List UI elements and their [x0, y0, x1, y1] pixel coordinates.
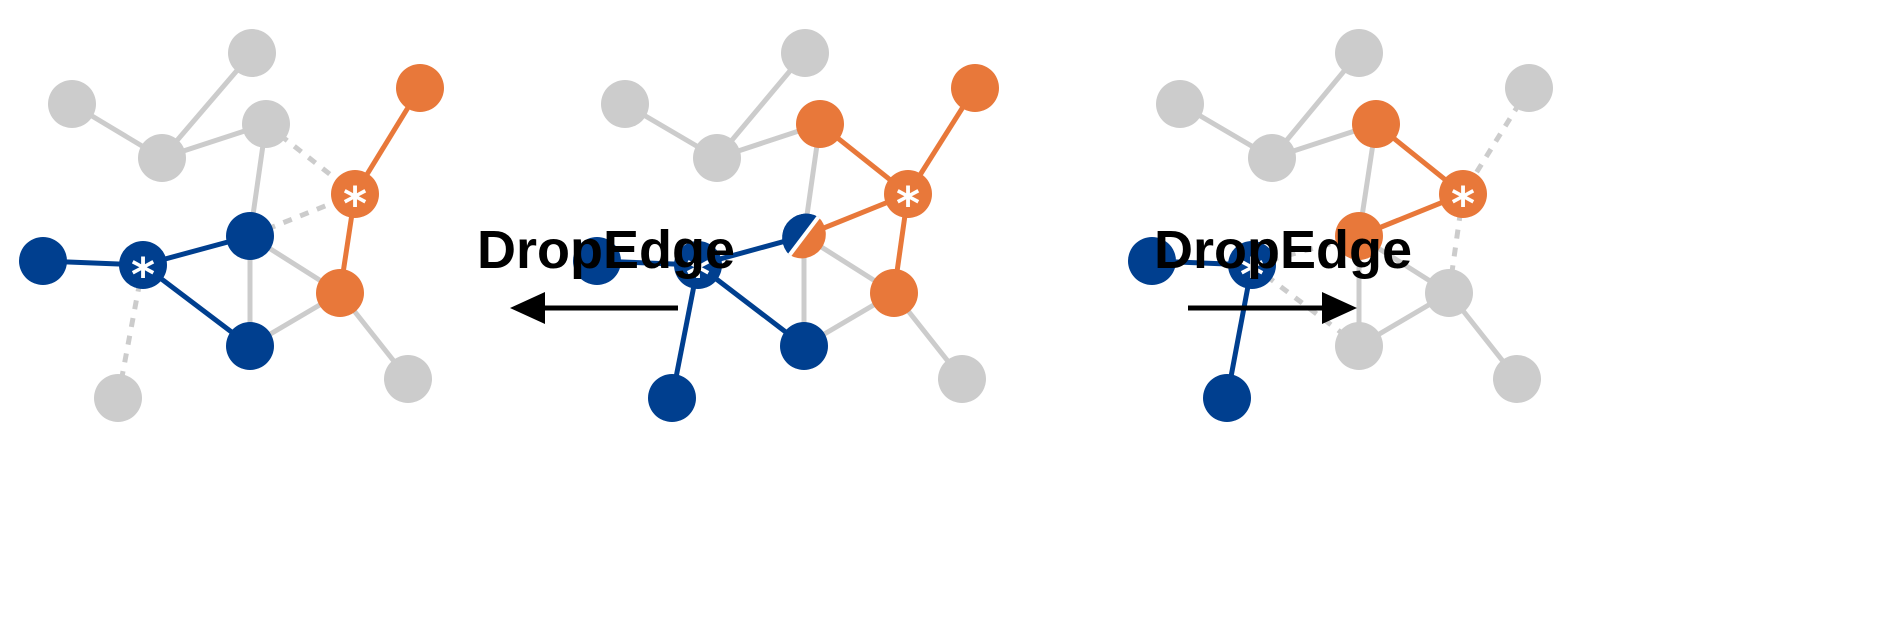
anchor-star: *	[131, 248, 155, 302]
graph-node	[601, 80, 649, 128]
graph-node	[1352, 100, 1400, 148]
graph-node	[316, 269, 364, 317]
graph-node	[242, 100, 290, 148]
anchor-node	[674, 241, 722, 289]
original-graph: * *	[573, 29, 999, 422]
graph-node	[228, 29, 276, 77]
graph-node	[1335, 212, 1383, 260]
anchor-star: *	[1451, 177, 1475, 231]
graph-node	[693, 134, 741, 182]
graph-node	[870, 269, 918, 317]
right-graph: * *	[1128, 29, 1553, 422]
anchor-node	[1228, 241, 1276, 289]
arrow-right-head	[1322, 292, 1357, 324]
graph-node	[1335, 322, 1383, 370]
arrow-left-head	[510, 292, 545, 324]
mixed-color-node	[782, 213, 826, 259]
graph-node	[780, 322, 828, 370]
dropedge-label-left: DropEdge	[477, 220, 735, 280]
graph-node	[226, 212, 274, 260]
anchor-node	[331, 170, 379, 218]
graph-node	[1248, 134, 1296, 182]
graph-node	[1203, 374, 1251, 422]
graph-node	[781, 29, 829, 77]
graph-node	[94, 374, 142, 422]
graph-node	[1156, 80, 1204, 128]
graph-node	[1425, 269, 1473, 317]
graph-node	[226, 322, 274, 370]
dropedge-label-right: DropEdge	[1154, 220, 1412, 280]
graph-node	[1505, 64, 1553, 112]
graph-node	[19, 237, 67, 285]
graph-node	[1335, 29, 1383, 77]
anchor-star: *	[343, 177, 367, 231]
graph-node	[573, 237, 621, 285]
graph-node	[796, 100, 844, 148]
graph-node	[1128, 237, 1176, 285]
left-operation: DropEdge	[477, 220, 735, 324]
graph-node	[1493, 355, 1541, 403]
graph-node	[951, 64, 999, 112]
anchor-star: *	[1240, 248, 1264, 302]
anchor-star: *	[686, 248, 710, 302]
graph-node	[384, 355, 432, 403]
anchor-node	[884, 170, 932, 218]
graph-node	[648, 374, 696, 422]
anchor-node	[1439, 170, 1487, 218]
right-operation: DropEdge	[1154, 220, 1412, 324]
graph-node	[138, 134, 186, 182]
anchor-star: *	[896, 177, 920, 231]
anchor-node	[119, 241, 167, 289]
graph-node	[938, 355, 986, 403]
graph-node	[396, 64, 444, 112]
left-graph: * *	[19, 29, 444, 422]
graph-node	[48, 80, 96, 128]
